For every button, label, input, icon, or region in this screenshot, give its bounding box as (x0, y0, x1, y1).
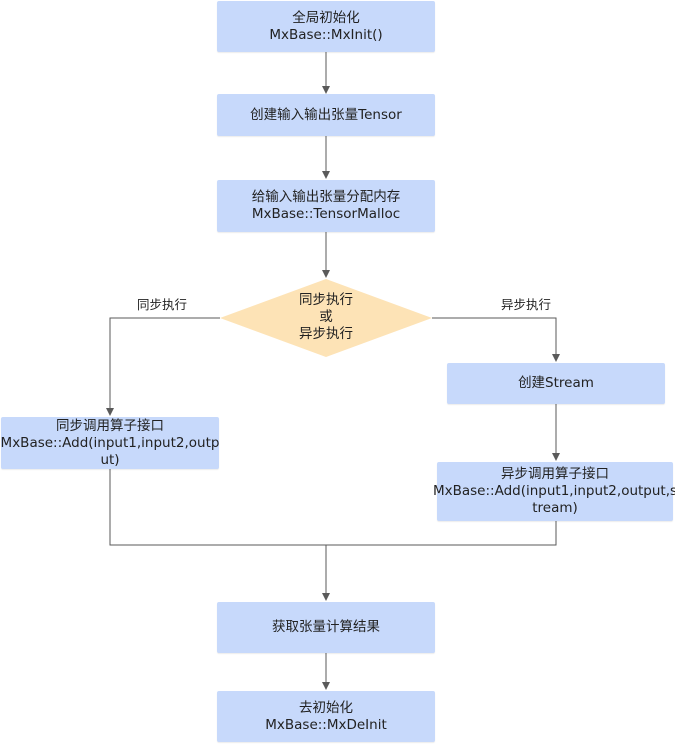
node-deinit: 去初始化 MxBase::MxDeInit (217, 691, 435, 742)
node-label: MxBase::Add(input1,input2,outp (0, 434, 220, 451)
decision-label: 异步执行 (299, 326, 353, 342)
node-label: ut) (100, 451, 120, 468)
node-label: 给输入输出张量分配内存 (251, 189, 401, 205)
arrow-decision-to-stream (432, 317, 560, 362)
node-get-result: 获取张量计算结果 (217, 602, 435, 653)
node-label: 全局初始化 (292, 9, 360, 26)
node-label: 去初始化 (299, 699, 353, 716)
decision-label: 同步执行 (299, 292, 353, 308)
node-global-init: 全局初始化 MxBase::MxInit() (217, 1, 435, 52)
node-label: MxBase::MxInit() (269, 26, 383, 43)
node-label: 获取张量计算结果 (272, 619, 380, 635)
edge-label-async: 异步执行 (501, 297, 552, 312)
node-label: 创建Stream (518, 375, 594, 391)
node-label: 创建输入输出张量Tensor (250, 106, 402, 123)
node-label: MxBase::MxDeInit (265, 716, 387, 733)
decision-text: 同步执行 或 异步执行 (246, 292, 406, 343)
merge-line (109, 469, 557, 546)
node-label: MxBase::Add(input1,input2,output,s (432, 483, 675, 499)
node-sync-call: 同步调用算子接口 MxBase::Add(input1,input2,outp … (1, 417, 219, 469)
node-async-call: 异步调用算子接口 MxBase::Add(input1,input2,outpu… (433, 462, 675, 521)
node-create-stream: 创建Stream (447, 363, 665, 404)
node-label: 异步调用算子接口 (501, 466, 609, 482)
node-label: 同步调用算子接口 (56, 417, 164, 434)
node-create-tensor: 创建输入输出张量Tensor (217, 94, 435, 136)
decision-diamond (220, 279, 432, 357)
edge-label-sync: 同步执行 (137, 297, 188, 312)
node-label: tream) (532, 500, 578, 516)
decision-label: 或 (319, 309, 333, 325)
node-label: MxBase::TensorMalloc (251, 206, 401, 222)
arrow-decision-to-sync (106, 317, 220, 416)
node-tensor-malloc: 给输入输出张量分配内存 MxBase::TensorMalloc (217, 180, 435, 232)
